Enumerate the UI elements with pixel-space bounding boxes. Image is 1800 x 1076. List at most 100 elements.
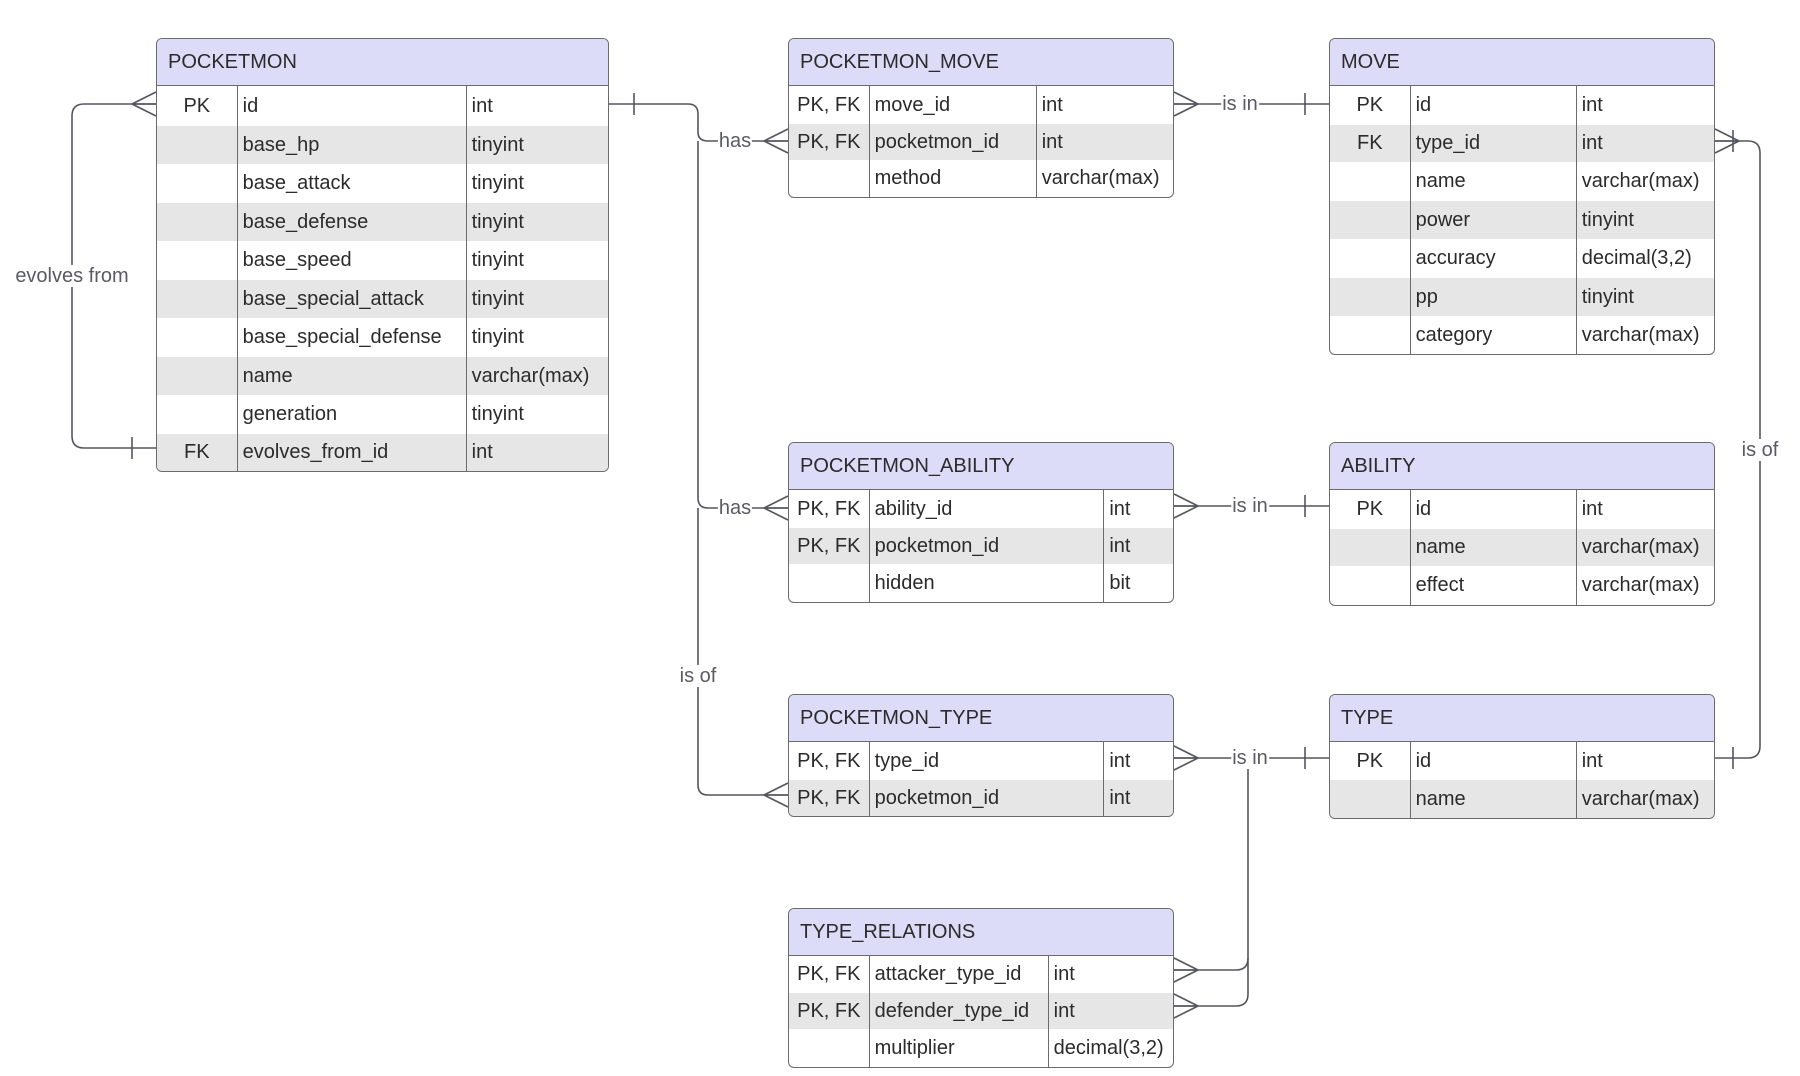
column-type-cell: int [1035,86,1173,124]
key-cell [789,1029,869,1067]
key-cell: PK [1356,498,1384,520]
key-cell [157,395,237,434]
column-name-cell: id [1409,490,1576,529]
column-type-cell: int [1047,993,1173,1029]
crows-foot-icon [1714,128,1740,154]
column-type-cell: int [1575,742,1714,780]
entity-title: POCKETMON_TYPE [789,695,1173,742]
column-type-cell: int [1575,490,1714,529]
column-type-cell: int [1575,125,1714,162]
key-cell: PK, FK [797,497,861,520]
column-type-cell: tinyint [1575,278,1714,316]
key-cell [1330,566,1410,605]
column-name-cell: method [868,160,1036,197]
column-type-cell: tinyint [465,395,608,434]
relation-label-ability-is-in: is in [1231,495,1269,517]
key-cell: FK [184,441,210,463]
column-name-cell: id [1409,742,1576,780]
column-type-cell: bit [1103,564,1173,602]
key-cell: FK [1357,132,1383,154]
key-cell: PK [1356,749,1384,772]
entity-title: POCKETMON [157,39,608,86]
key-cell [1330,780,1410,818]
crows-foot-icon [1173,91,1199,117]
column-name-cell: base_hp [236,126,466,164]
crows-foot-icon [763,128,789,154]
key-cell [157,126,237,164]
column-type-cell: tinyint [465,164,608,203]
column-name-cell: name [1409,529,1576,566]
column-name-cell: name [1409,162,1576,201]
relation-label-has-move: has [717,130,753,152]
relation-label-move-is-in: is in [1221,93,1259,115]
column-type-cell: int [1103,528,1173,564]
key-cell [157,280,237,318]
column-type-cell: int [1575,86,1714,125]
key-cell [1330,162,1410,201]
column-name-cell: effect [1409,566,1576,605]
column-name-cell: hidden [868,564,1104,602]
relation-label-has-ability: has [717,497,753,519]
crows-foot-icon [1173,993,1199,1019]
column-name-cell: generation [236,395,466,434]
column-name-cell: attacker_type_id [868,956,1048,993]
column-name-cell: name [1409,780,1576,818]
column-name-cell: ability_id [868,490,1104,528]
key-cell: PK, FK [797,93,861,116]
column-name-cell: accuracy [1409,239,1576,278]
column-type-cell: tinyint [465,203,608,241]
column-name-cell: pocketmon_id [868,528,1104,564]
key-cell [157,318,237,357]
key-cell: PK, FK [797,749,861,772]
column-type-cell: varchar(max) [1035,160,1173,197]
column-name-cell: name [236,357,466,395]
key-cell: PK, FK [797,963,861,985]
column-type-cell: varchar(max) [1575,566,1714,605]
column-name-cell: base_special_attack [236,280,466,318]
key-cell [789,160,869,197]
entity-title: POCKETMON_ABILITY [789,443,1173,490]
crows-foot-icon [1173,745,1199,771]
column-type-cell: int [465,86,608,126]
entity-title: POCKETMON_MOVE [789,39,1173,86]
column-name-cell: evolves_from_id [236,434,466,471]
column-name-cell: category [1409,316,1576,354]
column-type-cell: varchar(max) [465,357,608,395]
edge-has-move [609,103,788,142]
edge-defender-type [1174,958,1249,1007]
column-name-cell: id [1409,86,1576,125]
key-cell: PK [183,94,211,117]
column-type-cell: varchar(max) [1575,316,1714,354]
column-name-cell: type_id [1409,125,1576,162]
